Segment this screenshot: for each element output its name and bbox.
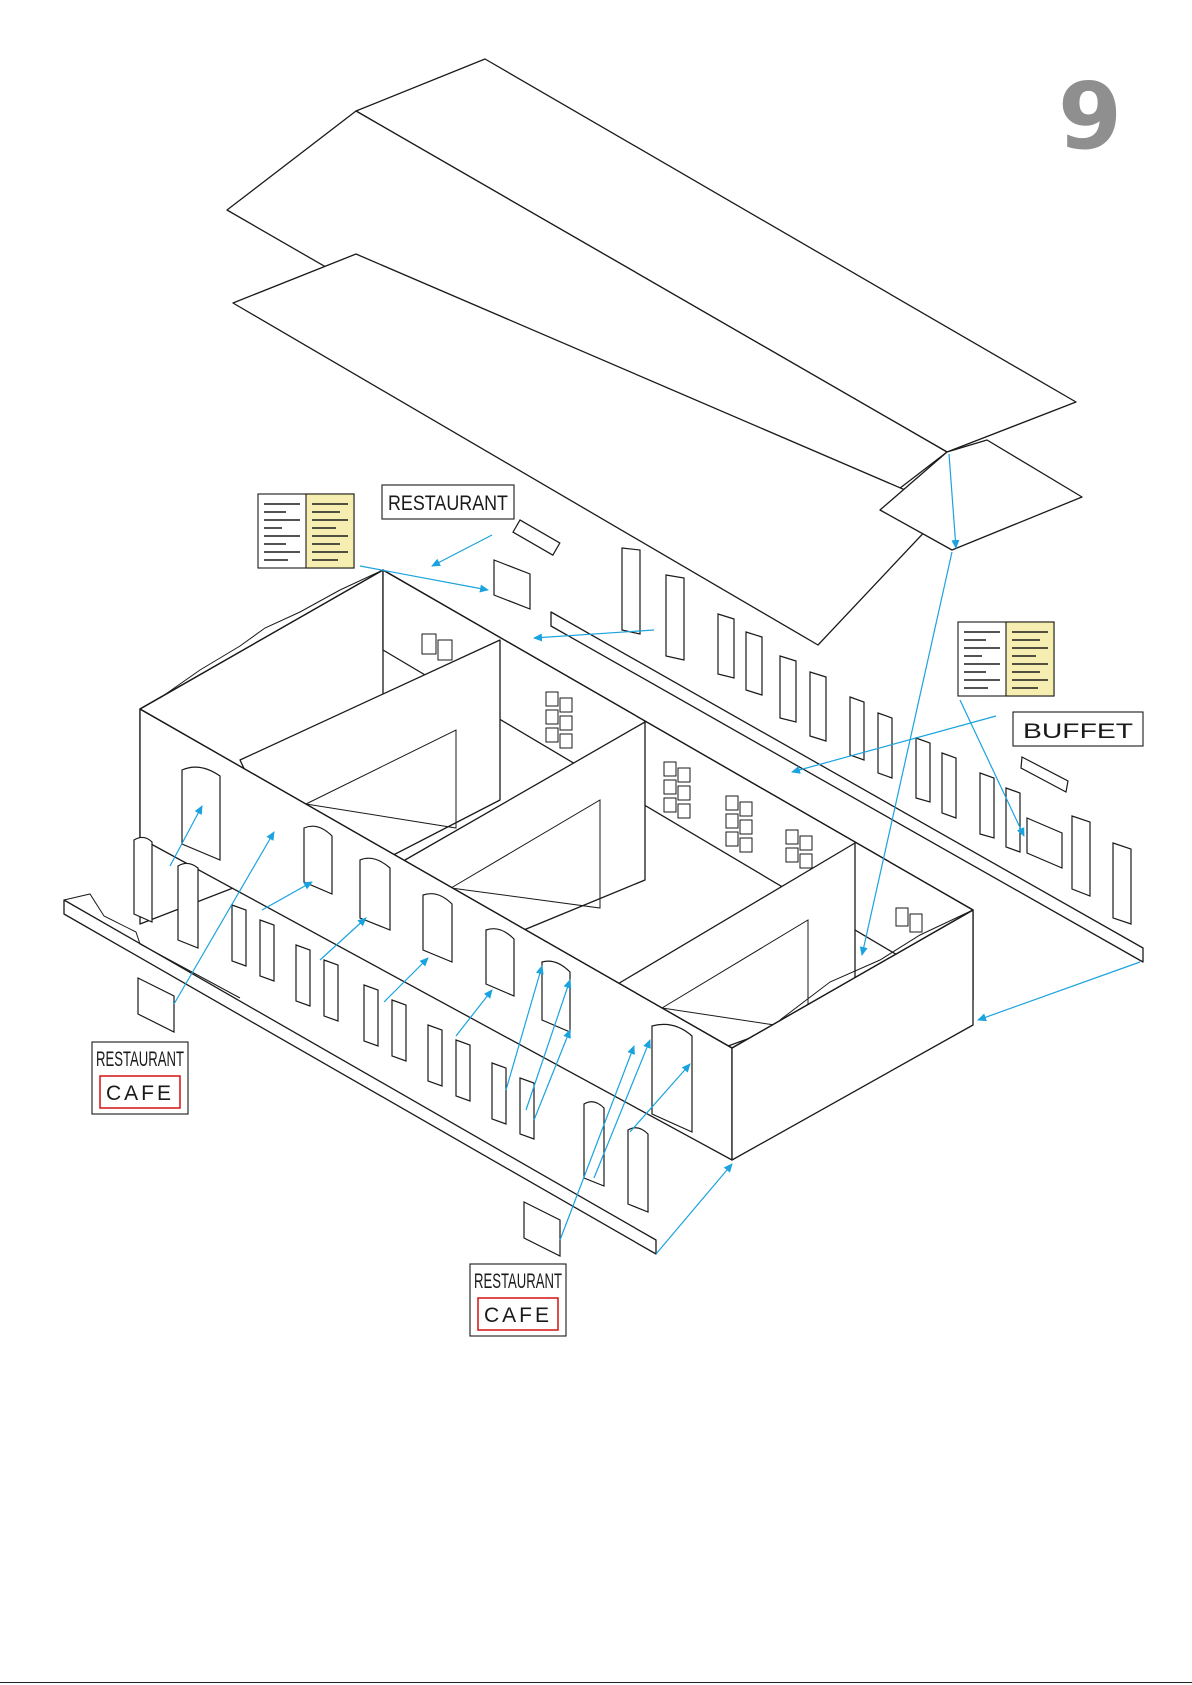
front-window-panel: [428, 1025, 442, 1086]
back-sign-plate-right: [1021, 757, 1068, 792]
assembly-arrow: [978, 962, 1140, 1020]
front-window-panel: [260, 920, 274, 981]
back-door-panel-right: [1072, 816, 1090, 896]
back-window-panel: [1006, 788, 1020, 852]
page-bottom-rule: [0, 1682, 1192, 1683]
front-window-panel: [232, 905, 246, 966]
back-window-panel: [980, 773, 994, 838]
back-door-panel: [666, 575, 684, 660]
sign-left-line2: CAFE: [106, 1082, 174, 1105]
front-window-panel: [324, 960, 338, 1021]
menu-board-icon: [258, 494, 354, 568]
front-window-panel: [456, 1040, 470, 1101]
back-sign-plate: [513, 520, 560, 555]
sign-left-line1: RESTAURANT: [96, 1048, 184, 1071]
back-menu-plate-right: [1027, 818, 1062, 868]
menu-board-icon: [958, 622, 1054, 696]
back-window-panel: [916, 738, 930, 802]
back-window-panel: [810, 672, 826, 741]
sign-restaurant-cafe-bottom: RESTAURANT CAFE: [470, 1264, 566, 1336]
front-door-panel: [584, 1102, 604, 1186]
back-door-panel-right: [1113, 843, 1131, 924]
back-menu-plate: [494, 560, 530, 609]
label-restaurant-top-text: RESTAURANT: [388, 492, 508, 515]
sign-bottom-line1: RESTAURANT: [474, 1270, 562, 1293]
label-buffet: BUFFET: [1013, 712, 1143, 746]
label-restaurant-top: RESTAURANT: [382, 485, 514, 519]
sign-restaurant-cafe-left: RESTAURANT CAFE: [92, 1042, 188, 1114]
front-window-panel: [364, 985, 378, 1046]
front-door-panel: [134, 837, 152, 922]
back-window-panel: [718, 614, 734, 678]
front-window-panel: [492, 1063, 506, 1124]
front-sign-plate-bottom: [524, 1202, 560, 1256]
roof-assembly: [227, 59, 1082, 645]
back-window-panel: [942, 753, 956, 818]
back-door-panel: [622, 548, 640, 634]
front-door-panel: [178, 863, 198, 948]
label-buffet-text: BUFFET: [1023, 720, 1133, 743]
front-door-panel: [628, 1128, 648, 1212]
front-window-panel: [392, 1000, 406, 1061]
assembly-arrow: [656, 1164, 732, 1254]
sign-bottom-line2: CAFE: [484, 1304, 552, 1327]
building-shell: [140, 570, 973, 1160]
assembly-arrow: [432, 535, 492, 566]
step-number: 9: [1058, 63, 1122, 170]
front-sign-plate-left: [138, 978, 174, 1032]
front-window-panel: [296, 945, 310, 1006]
back-window-panel: [746, 632, 762, 695]
back-window-panel: [850, 697, 864, 760]
back-window-panel: [780, 656, 796, 722]
